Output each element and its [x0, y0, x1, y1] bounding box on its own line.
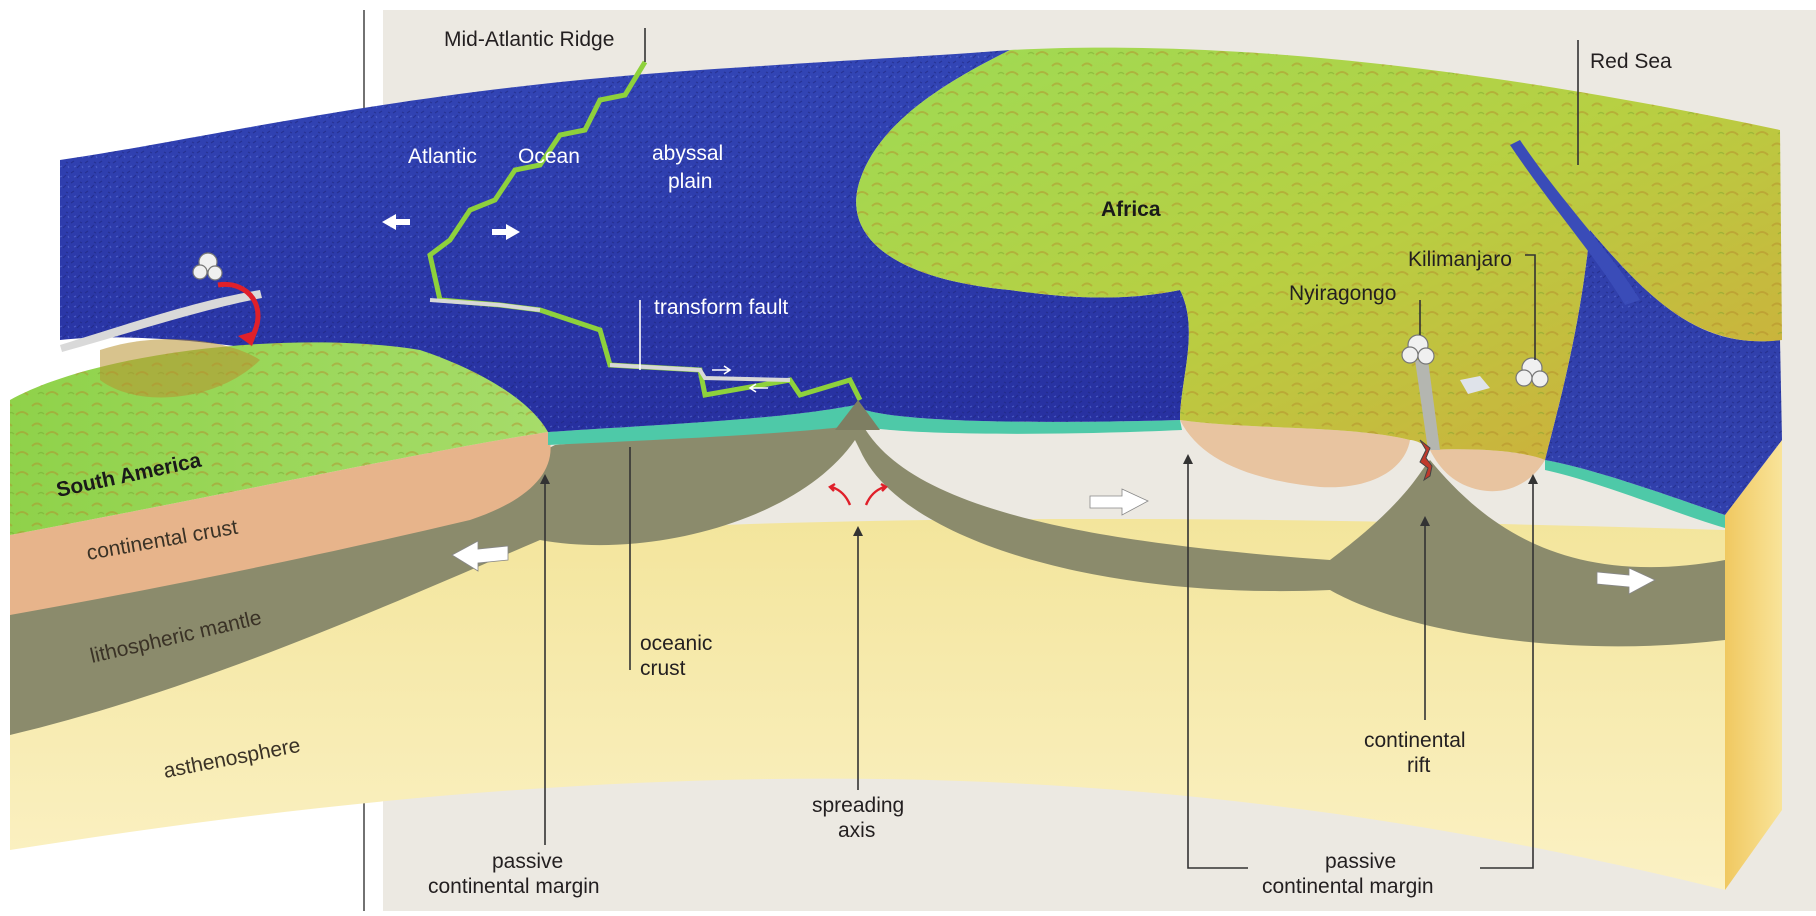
label-nyiragongo: Nyiragongo — [1289, 282, 1396, 305]
upwelling-arrow-right — [864, 482, 888, 506]
rift-valley — [1415, 360, 1440, 450]
arrowhead-passive-africa — [1183, 454, 1193, 464]
label-abyssal-line2: plain — [668, 170, 712, 193]
block-side-face — [1725, 440, 1782, 890]
transform-arrow-left — [748, 383, 768, 393]
continental-crust-rift — [1430, 449, 1545, 492]
south-america-mountains — [100, 339, 260, 398]
label-spreading-axis-line1: spreading — [812, 794, 904, 817]
arrowhead-continental-rift — [1420, 516, 1430, 526]
label-abyssal-line1: abyssal — [652, 142, 723, 165]
transform-arrow-right — [712, 365, 732, 375]
transform-fault-segment — [609, 363, 791, 382]
ocean-floor-texture — [60, 50, 1189, 432]
label-kilimanjaro: Kilimanjaro — [1408, 248, 1512, 271]
label-continental-rift-line2: rift — [1407, 754, 1430, 777]
arrowhead-spreading — [853, 526, 863, 536]
label-passive-margin-left-line2: continental margin — [428, 875, 600, 898]
mid-atlantic-ridge-line — [427, 60, 863, 402]
label-atlantic: Atlantic — [408, 145, 477, 168]
ocean-arrow-left — [382, 214, 410, 230]
label-mid-atlantic-ridge: Mid-Atlantic Ridge — [444, 28, 614, 51]
label-passive-margin-right-line1: passive — [1325, 850, 1396, 873]
label-ocean: Ocean — [518, 145, 580, 168]
arrowhead-passive-left — [540, 474, 550, 484]
mantle-arrow-center — [1089, 488, 1149, 516]
ocean-arrow-right — [492, 224, 520, 240]
oceanic-crust-right — [1545, 460, 1725, 528]
leader-kilimanjaro — [1525, 254, 1536, 360]
continental-crust-left — [10, 432, 551, 615]
label-passive-margin-left-line1: passive — [492, 850, 563, 873]
africa-land-texture — [856, 47, 1782, 461]
red-sea-trough — [1510, 140, 1640, 305]
label-continental-rift-line1: continental — [1364, 729, 1466, 752]
mantle-arrow-left — [451, 540, 509, 572]
leader-passive-margin-rift — [1480, 478, 1534, 869]
shelf-edge-left — [60, 290, 262, 352]
arrowhead-passive-rift — [1528, 474, 1538, 484]
volcano-andes-icon — [192, 252, 223, 281]
label-oceanic-crust-line1: oceanic — [640, 632, 712, 655]
indian-ocean-texture — [1545, 230, 1782, 515]
label-spreading-axis-line2: axis — [838, 819, 875, 842]
ridge-spike — [835, 400, 880, 430]
subduction-arrow — [217, 281, 261, 342]
continental-crust-africa — [1180, 420, 1410, 488]
subduction-arrowhead — [238, 330, 258, 346]
fracture-zone-1 — [429, 298, 541, 312]
label-oceanic-crust-line2: crust — [640, 657, 686, 680]
leader-passive-margin-africa — [1187, 458, 1248, 869]
rift-magma-icon — [1419, 439, 1433, 482]
label-africa: Africa — [1101, 198, 1161, 221]
upwelling-arrow-left — [828, 482, 852, 506]
volcano-nyiragongo-icon — [1401, 334, 1435, 365]
label-transform-fault: transform fault — [654, 296, 788, 319]
volcano-kilimanjaro-icon — [1515, 357, 1549, 388]
mantle-arrow-right — [1596, 567, 1656, 595]
rift-lake — [1460, 376, 1490, 394]
asthenosphere-layer — [10, 518, 1725, 890]
label-passive-margin-right-line2: continental margin — [1262, 875, 1434, 898]
label-red-sea: Red Sea — [1590, 50, 1672, 73]
